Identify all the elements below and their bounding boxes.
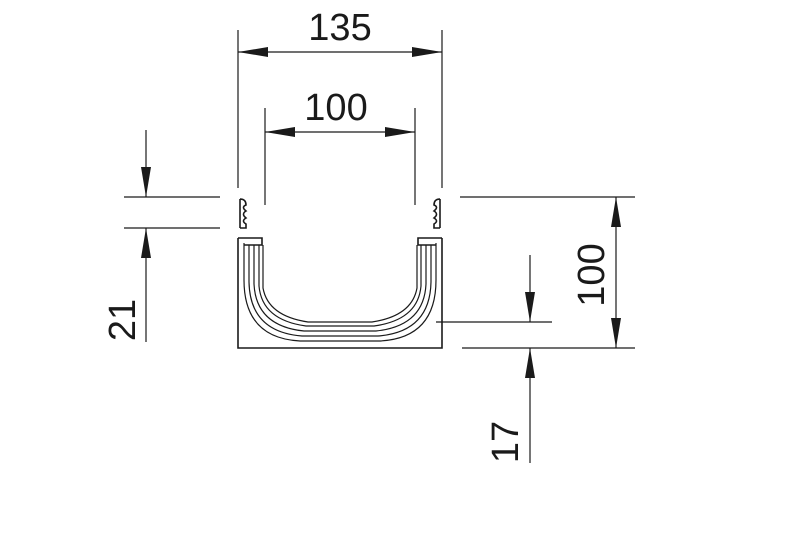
base-thickness-dimension: 17 — [436, 255, 552, 463]
overall-height-dimension: 100 — [460, 196, 635, 349]
overall-height-label: 100 — [571, 243, 613, 306]
overall-width-label: 135 — [308, 7, 371, 49]
top-lip-label: 21 — [102, 299, 144, 341]
top-lip-dimension: 21 — [102, 130, 220, 342]
base-thickness-label: 17 — [485, 421, 527, 463]
inner-width-label: 100 — [304, 87, 367, 129]
overall-width-dimension: 135 — [237, 7, 443, 188]
inner-width-dimension: 100 — [264, 87, 416, 205]
channel-profile — [237, 198, 443, 349]
